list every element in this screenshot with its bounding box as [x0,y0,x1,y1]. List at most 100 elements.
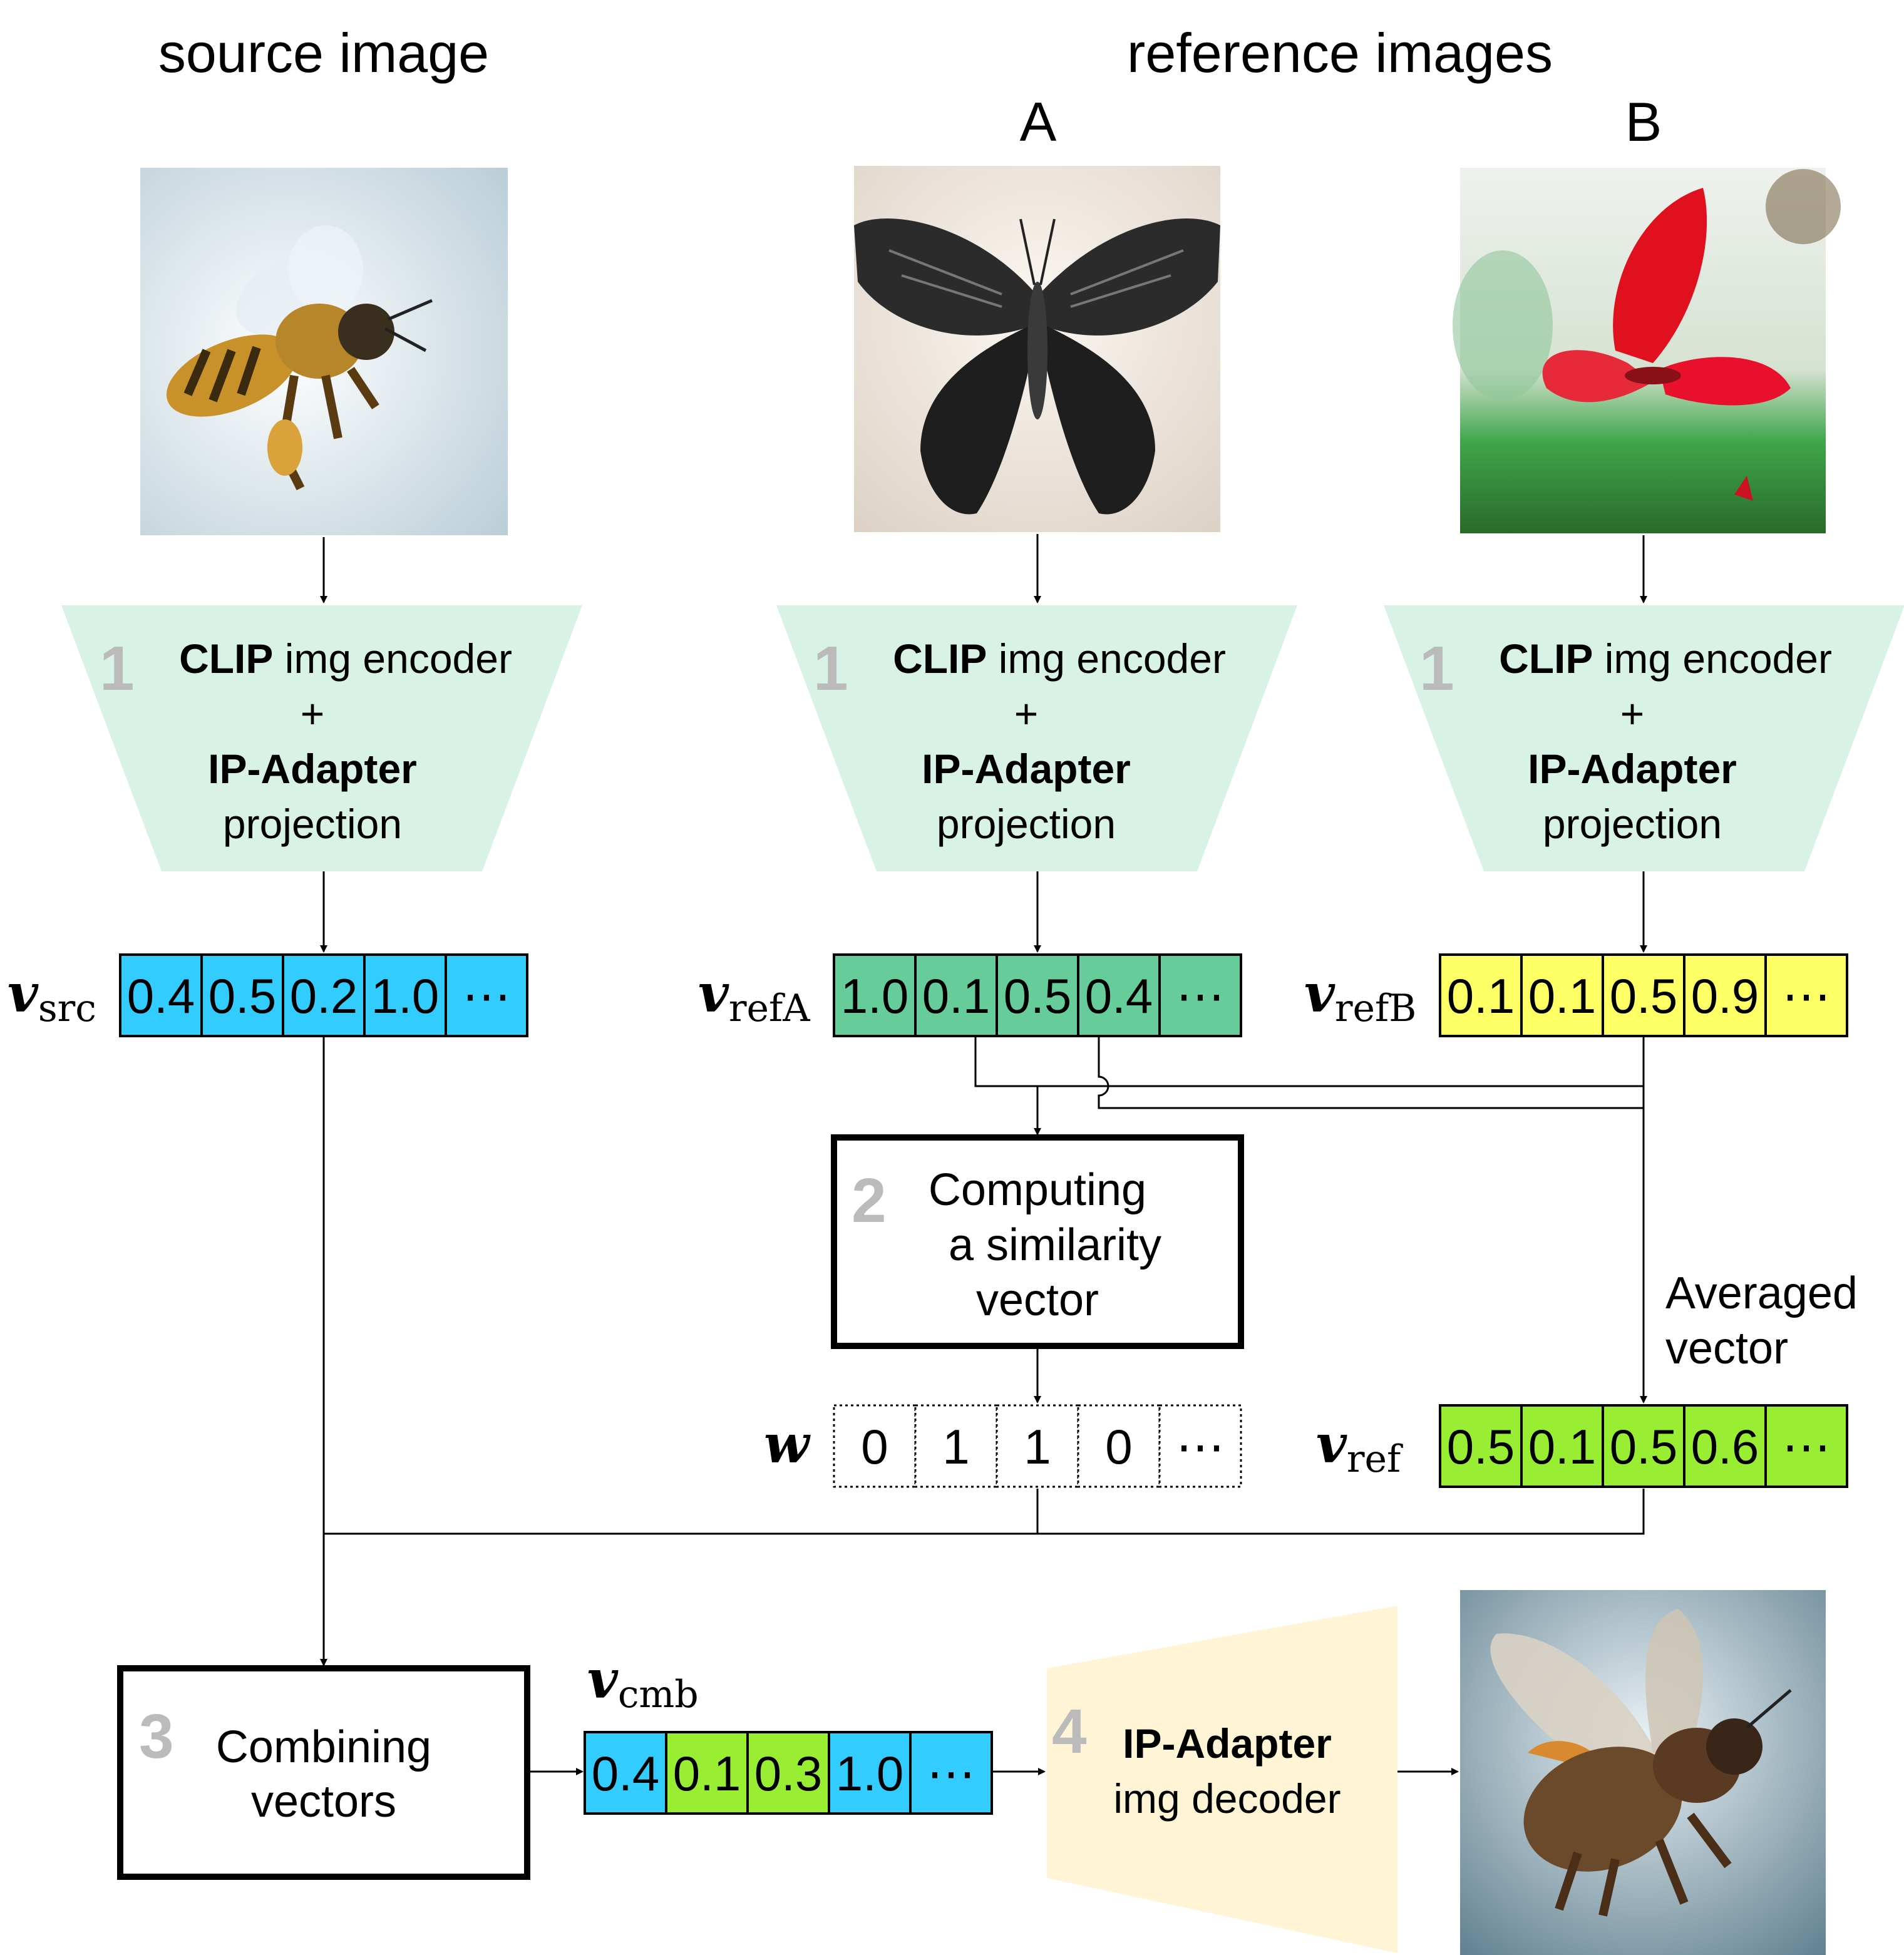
label-w: w [764,1413,811,1475]
vector-cell-value: ⋯ [1782,1419,1831,1474]
vector-cell [914,1404,998,1488]
encoder-ref-b [1384,605,1904,871]
vector-cell-value: 0.4 [592,1746,659,1801]
vector-cell [1439,953,1523,1037]
vector-cell [909,1731,993,1815]
vector-cell [445,953,528,1037]
step-4-number: 4 [1052,1696,1087,1767]
encoder-ip-adapter: IP-Adapter [208,746,417,792]
vector-cell-value: ⋯ [1176,1419,1225,1474]
vector-cell-value: 0.5 [208,968,276,1024]
encoder-projection: projection [1543,801,1722,847]
similarity-box: 2 Computing a similarity vector [831,1134,1244,1349]
encoder-ip-adapter: IP-Adapter [922,746,1131,792]
combine-line-2: vectors [251,1777,396,1827]
averaged-label-1: Averaged [1665,1268,1858,1318]
vector-cell-value: 0.9 [1691,968,1759,1024]
vector-cell [1158,1404,1242,1488]
step-1-number: 1 [100,634,135,704]
vector-cell [1764,1404,1848,1488]
step-1-number: 1 [1419,634,1454,704]
heading-ref-b: B [1625,91,1662,153]
label-v-ref: vref [1316,1413,1403,1481]
vector-cell-value: 0.6 [1691,1419,1759,1474]
vector-cell [833,953,917,1037]
line-w-to-combine [324,1489,1039,1535]
vector-cell-value: 0.3 [754,1746,822,1801]
vector-cell-value: ⋯ [927,1746,975,1801]
vector-cell [1520,953,1604,1037]
reference-b-red-butterfly-image [1453,168,1841,533]
vector-cell-value: 0.1 [1447,968,1515,1024]
output-bee-image [1460,1590,1826,1955]
similarity-line-2: a similarity [949,1220,1161,1270]
vector-cell [1602,1404,1685,1488]
vector-cell [914,953,998,1037]
vector-cell-value: 1.0 [841,968,908,1024]
vector-cell [1764,953,1848,1037]
label-v-refA: vrefA [698,962,810,1030]
encoder-ref-a [776,605,1297,871]
vector-cell-value: ⋯ [1782,968,1831,1024]
decoder-subtitle: img decoder [1113,1775,1341,1822]
encoder-source [61,605,582,871]
line-vref-to-combine [1037,1489,1645,1535]
encoder-plus: + [301,690,325,737]
vector-cell-value: 0.4 [1085,968,1153,1024]
encoder-plus: + [1620,690,1645,737]
vector-cell-value: 0 [1105,1419,1132,1474]
decoder-title: IP-Adapter [1123,1720,1332,1767]
heading-ref-a: A [1020,91,1057,153]
reference-a-butterfly-image [854,166,1220,532]
similarity-line-3: vector [976,1275,1099,1325]
vector-cell-value: 1 [1024,1419,1051,1474]
vector-cell [200,953,284,1037]
vector-cell-value: ⋯ [1176,968,1225,1024]
encoder-line-1: CLIP img encoder [179,635,512,682]
vector-cell-value: 1.0 [371,968,439,1024]
vector-cell-value: 0 [861,1419,888,1474]
vector-cell-value: 1 [942,1419,969,1474]
heading-reference-images: reference images [1127,22,1553,84]
line-refa-to-similarity [974,1036,1644,1087]
step-2-number: 2 [852,1166,887,1236]
heading-source-image: source image [158,22,489,84]
vector-cell-value: 0.1 [673,1746,741,1801]
label-v-cmb: vcmb [587,1648,699,1716]
vector-cell-value: 0.1 [922,968,990,1024]
encoder-line-1: CLIP img encoder [1499,635,1832,682]
vector-cell-value: 0.5 [1610,968,1677,1024]
vector-cell [833,1404,917,1488]
vector-cell [363,953,447,1037]
vector-cell [1158,953,1242,1037]
vector-cell-value: 0.5 [1610,1419,1677,1474]
vector-cell [665,1731,749,1815]
vector-cell-value: 0.1 [1528,968,1596,1024]
similarity-line-1: Computing [929,1165,1146,1215]
vector-cell [584,1731,667,1815]
step-1-number: 1 [813,634,848,704]
vector-cell-value: ⋯ [462,968,511,1024]
vector-cell-value: 0.2 [290,968,358,1024]
encoder-plus: + [1014,690,1039,737]
vector-cell [1683,1404,1767,1488]
label-v-src: vsrc [8,962,96,1030]
source-bee-image [140,168,508,535]
vector-cell [1439,1404,1523,1488]
vector-cell-value: 1.0 [836,1746,903,1801]
combine-line-1: Combining [216,1722,431,1772]
vector-cell-value: 0.5 [1004,968,1071,1024]
averaged-label-2: vector [1665,1323,1788,1373]
step-3-number: 3 [139,1701,174,1772]
combine-box: 3 Combining vectors [117,1665,530,1880]
decoder: 4 IP-Adapter img decoder [1047,1606,1397,1953]
vector-cell [1683,953,1767,1037]
label-v-refB: vrefB [1304,962,1416,1030]
vector-cell [828,1731,912,1815]
